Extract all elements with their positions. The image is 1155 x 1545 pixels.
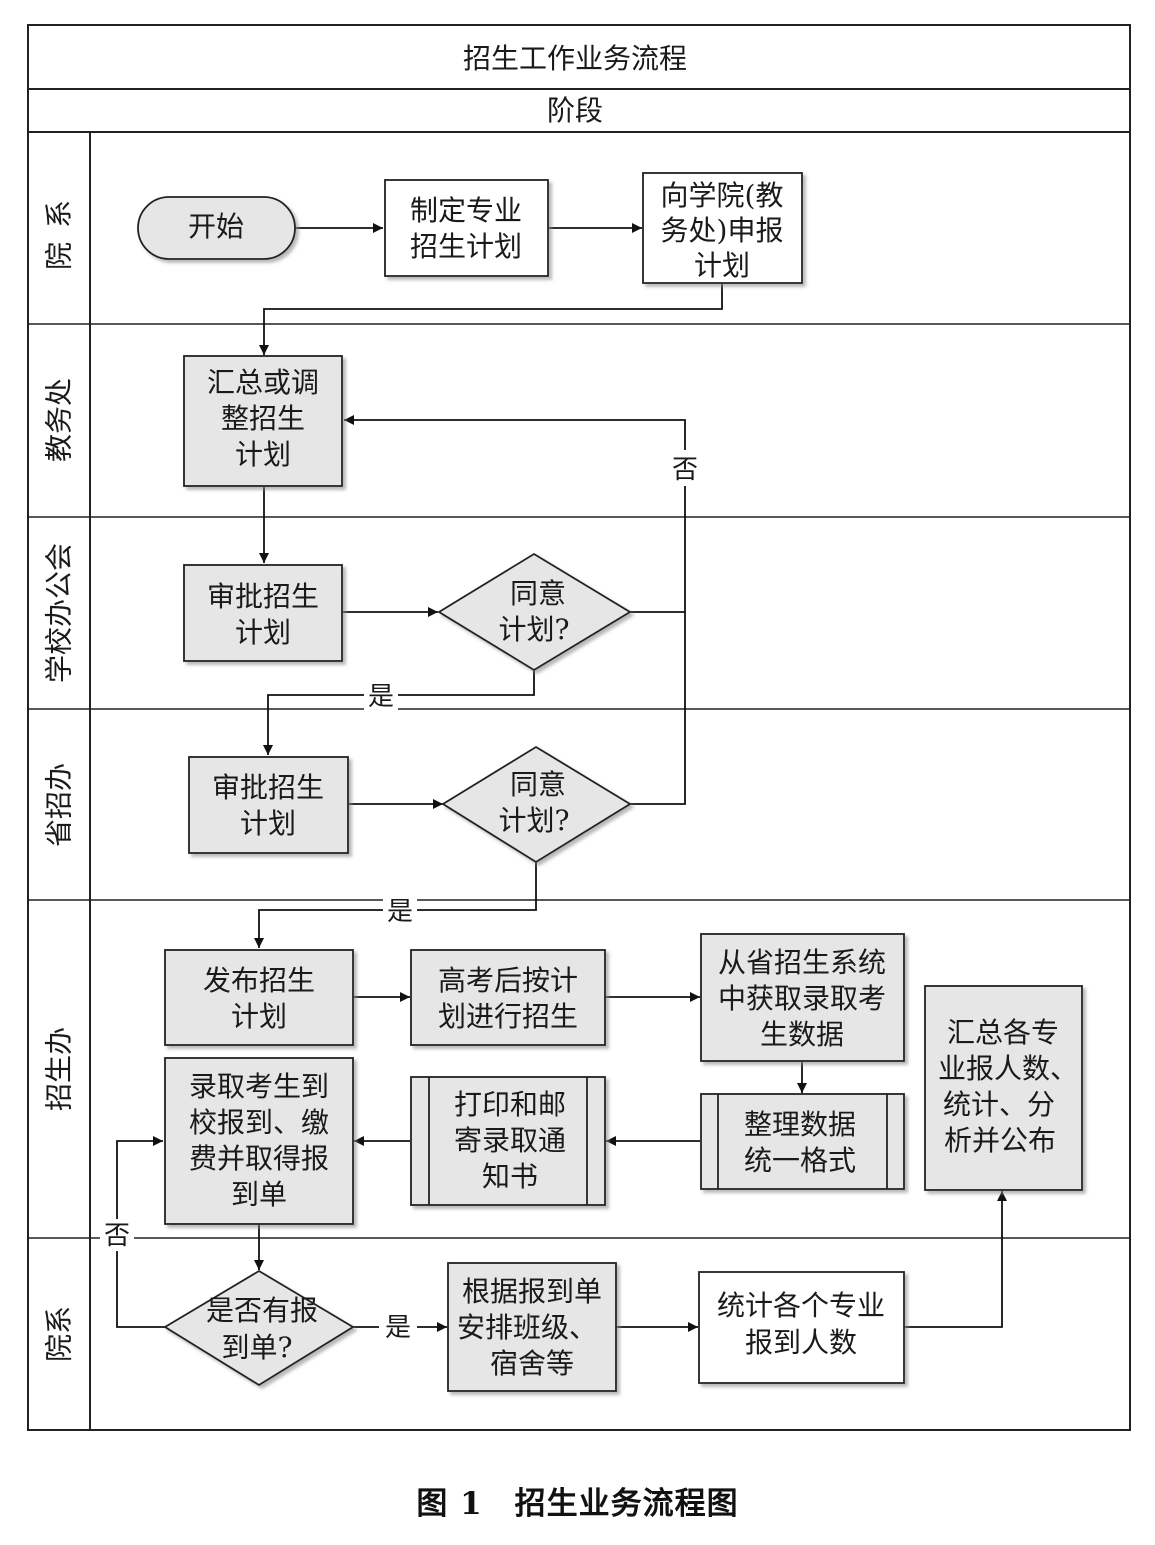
- summarize-plan-box: [183, 355, 343, 487]
- count-major-line-2: 报到人数: [745, 1326, 857, 1359]
- start-node: [137, 196, 296, 260]
- lane-label-department: 院系: [43, 186, 76, 270]
- count-major-box: [698, 1271, 905, 1384]
- report-plan-line-2: 务处)申报: [661, 214, 784, 247]
- get-data-line-3: 生数据: [760, 1018, 844, 1051]
- flowchart-diagram: 招生工作业务流程 阶段 院系 教务处 学校办公会 省招办 招生办 院系 否 是 …: [27, 24, 1131, 1431]
- figure-caption: 图 1 招生业务流程图: [416, 1486, 739, 1522]
- has-form-line-1: 是否有报: [206, 1294, 318, 1327]
- has-form-line-2: 到单?: [221, 1331, 292, 1364]
- summary-publish-line-3: 统计、分: [943, 1088, 1055, 1121]
- make-plan-line-1: 制定专业: [410, 194, 522, 227]
- publish-plan-box: [164, 949, 354, 1046]
- publish-plan-line-2: 计划: [231, 1000, 287, 1033]
- organize-data-line-2: 统一格式: [744, 1144, 856, 1177]
- enroll-after-exam-line-2: 划进行招生: [438, 1000, 578, 1033]
- edge-count-to-summary: [904, 1191, 1007, 1328]
- province-agree-line-2: 计划?: [498, 804, 569, 837]
- arrange-class-line-2: 安排班级、: [457, 1311, 597, 1344]
- edge-label-no-form: 否: [104, 1221, 130, 1251]
- edge-province-no: [630, 612, 686, 805]
- get-data-box: [700, 933, 905, 1062]
- arrange-class-line-3: 宿舍等: [490, 1347, 574, 1380]
- lane-label-department-2: 院系: [43, 1306, 76, 1362]
- school-approve-line-2: 计划: [235, 616, 291, 649]
- summary-publish-line-4: 析并公布: [944, 1124, 1056, 1157]
- organize-data-box: [700, 1093, 905, 1190]
- province-approve-line-2: 计划: [240, 807, 296, 840]
- school-approve-box: [183, 564, 343, 662]
- report-plan-line-3: 计划: [694, 249, 750, 282]
- count-major-line-1: 统计各个专业: [717, 1289, 885, 1322]
- report-plan-line-1: 向学院(教: [661, 179, 784, 212]
- edge-school-no: [344, 415, 686, 613]
- edge-report-to-summarize: [259, 283, 723, 355]
- student-register-line-1: 录取考生到: [189, 1070, 329, 1103]
- school-agree-line-2: 计划?: [498, 613, 569, 646]
- summary-publish-box: [924, 985, 1083, 1191]
- print-mail-line-1: 打印和邮: [454, 1088, 566, 1121]
- summarize-plan-line-3: 计划: [235, 438, 291, 471]
- edge-school-yes: [263, 670, 535, 755]
- summarize-plan-line-2: 整招生: [221, 402, 305, 435]
- get-data-line-2: 中获取录取考: [718, 982, 886, 1015]
- lane-label-school-office: 学校办公会: [43, 543, 76, 683]
- school-approve-line-1: 审批招生: [207, 580, 319, 613]
- diagram-title: 招生工作业务流程: [463, 42, 687, 75]
- student-register-line-3: 费并取得报: [189, 1142, 329, 1175]
- print-mail-box: [410, 1076, 606, 1206]
- lane-label-admissions-office: 招生办: [43, 1027, 76, 1111]
- organize-data-line-1: 整理数据: [744, 1108, 856, 1141]
- lane-label-academic-affairs: 教务处: [43, 378, 76, 462]
- province-approve-box: [188, 756, 349, 854]
- enroll-after-exam-box: [410, 949, 606, 1046]
- arrange-class-box: [447, 1262, 617, 1392]
- school-agree-line-1: 同意: [510, 577, 566, 610]
- province-approve-line-1: 审批招生: [212, 771, 324, 804]
- make-plan-box: [384, 179, 549, 277]
- student-register-box: [164, 1057, 354, 1225]
- print-mail-line-2: 寄录取通: [454, 1124, 566, 1157]
- school-agree-decision: [437, 552, 632, 672]
- report-plan-box: [642, 172, 803, 284]
- student-register-line-4: 到单: [231, 1178, 287, 1211]
- publish-plan-line-1: 发布招生: [203, 964, 315, 997]
- swimlane-frame: [27, 24, 1131, 1431]
- connectors: [116, 223, 1007, 1332]
- get-data-line-1: 从省招生系统: [718, 946, 886, 979]
- summary-publish-line-2: 业报人数、: [938, 1052, 1078, 1085]
- province-agree-line-1: 同意: [510, 768, 566, 801]
- print-mail-line-3: 知书: [482, 1160, 538, 1193]
- summarize-plan-line-1: 汇总或调: [207, 366, 319, 399]
- enroll-after-exam-line-1: 高考后按计: [438, 964, 578, 997]
- province-agree-decision: [441, 745, 632, 864]
- edge-label-yes-school: 是: [368, 682, 394, 712]
- summary-publish-line-1: 汇总各专: [947, 1016, 1059, 1049]
- lane-label-provincial-office: 省招办: [43, 763, 76, 847]
- has-form-decision: [163, 1269, 355, 1387]
- start-label: 开始: [188, 210, 244, 243]
- student-register-line-2: 校报到、缴: [189, 1106, 329, 1139]
- edge-label-yes-form: 是: [385, 1313, 411, 1343]
- phase-header: 阶段: [547, 94, 603, 127]
- edge-label-yes-province: 是: [387, 897, 413, 927]
- make-plan-line-2: 招生计划: [410, 230, 522, 263]
- arrange-class-line-1: 根据报到单: [462, 1275, 602, 1308]
- edge-label-no-plan: 否: [672, 455, 698, 485]
